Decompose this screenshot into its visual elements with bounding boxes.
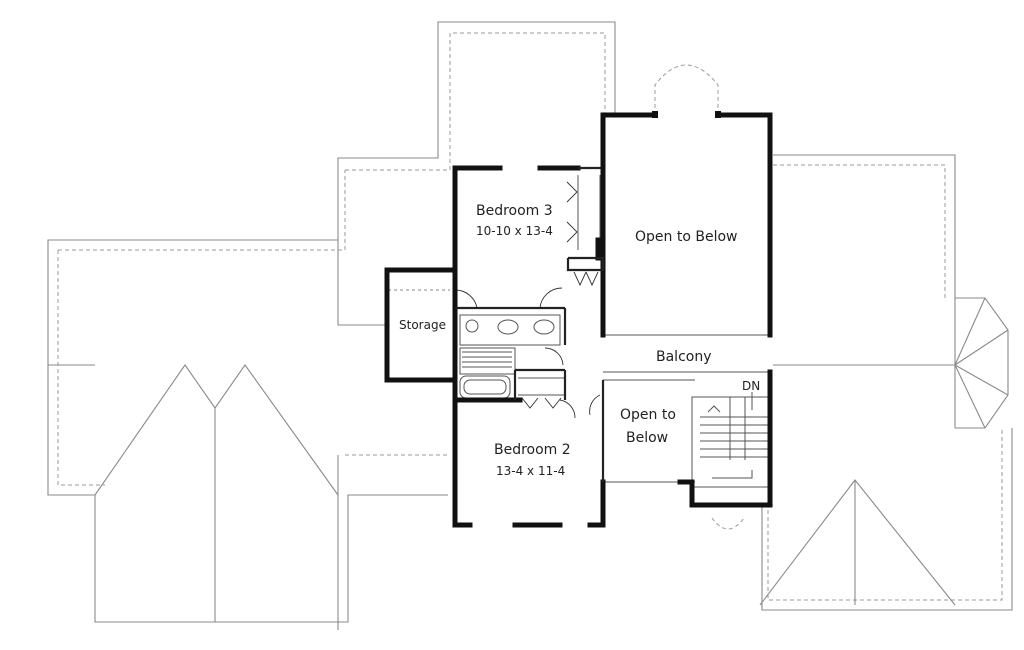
labels: Bedroom 3 10-10 x 13-4 Open to Below Sto… bbox=[399, 203, 760, 478]
bathroom-fixtures bbox=[459, 314, 561, 399]
staircase bbox=[691, 392, 771, 488]
interior-lines bbox=[388, 175, 770, 483]
door-swings bbox=[454, 181, 601, 419]
bedroom-2-size: 13-4 x 11-4 bbox=[496, 464, 565, 478]
stair-down-label: DN bbox=[742, 379, 760, 393]
bedroom-3-label: Bedroom 3 bbox=[476, 203, 553, 219]
bedroom-2-label: Bedroom 2 bbox=[494, 442, 571, 458]
bedroom-3-size: 10-10 x 13-4 bbox=[476, 224, 553, 238]
open-to-below-main-label: Open to Below bbox=[635, 229, 737, 245]
open-to-below-small-line2: Below bbox=[626, 430, 668, 446]
roof-outline bbox=[47, 21, 1013, 630]
balcony-label: Balcony bbox=[656, 349, 712, 365]
storage-label: Storage bbox=[399, 318, 446, 332]
open-to-below-small-line1: Open to bbox=[620, 407, 676, 423]
walls bbox=[384, 111, 773, 528]
